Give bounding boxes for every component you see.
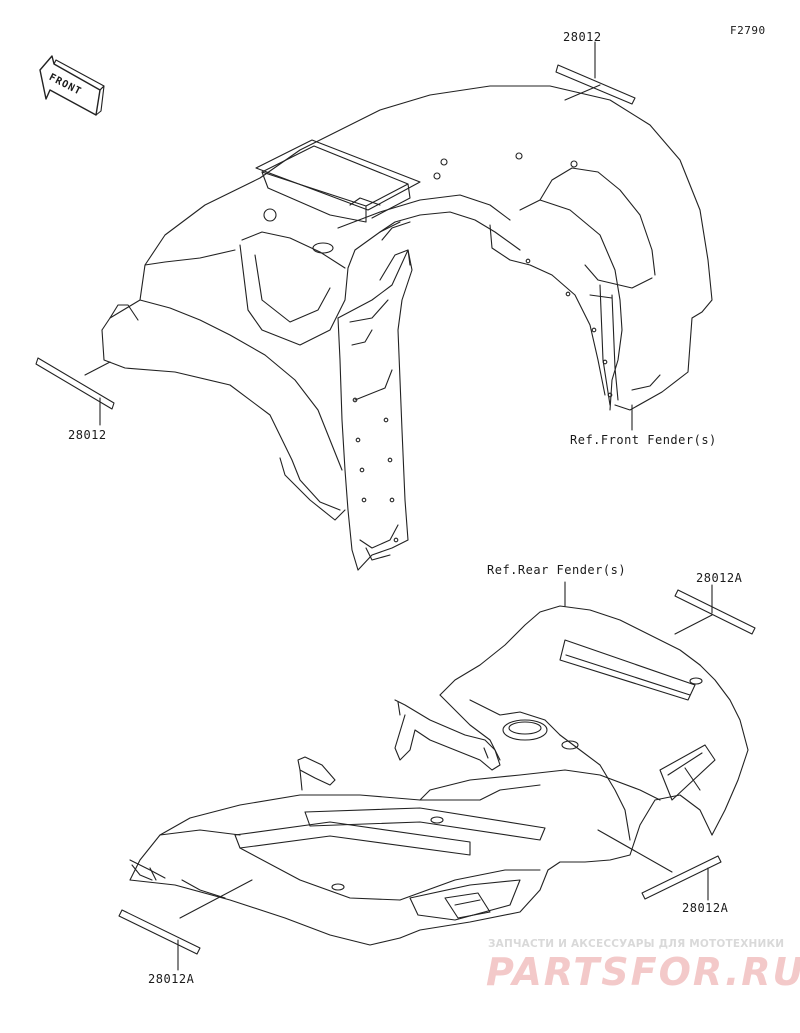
part-number-28012a-right-top: 28012A	[696, 571, 743, 585]
part-number-28012-left: 28012	[68, 428, 107, 442]
decal-28012a-right-bottom	[597, 829, 722, 901]
decal-28012-left	[35, 357, 115, 426]
ref-front-fender-label: Ref.Front Fender(s)	[570, 433, 717, 447]
decal-28012a-left-bottom	[118, 879, 253, 971]
part-number-28012a-left-bottom: 28012A	[148, 972, 195, 986]
part-number-28012a-right-bottom: 28012A	[682, 901, 729, 915]
figure-code: F2790	[730, 24, 766, 37]
front-arrow-icon	[39, 55, 105, 116]
decal-28012a-right-top	[674, 584, 756, 635]
decal-28012-top	[555, 41, 636, 105]
ref-rear-fender-label: Ref.Rear Fender(s)	[487, 563, 627, 577]
front-fender-drawing	[101, 85, 713, 571]
watermark-tagline: ЗАПЧАСТИ И АКСЕССУАРЫ ДЛЯ МОТОТЕХНИКИ	[488, 938, 785, 950]
rear-fender-drawing	[129, 605, 749, 946]
part-number-28012-top: 28012	[563, 30, 602, 44]
watermark-brand: PARTSFOR.RU	[486, 950, 800, 994]
